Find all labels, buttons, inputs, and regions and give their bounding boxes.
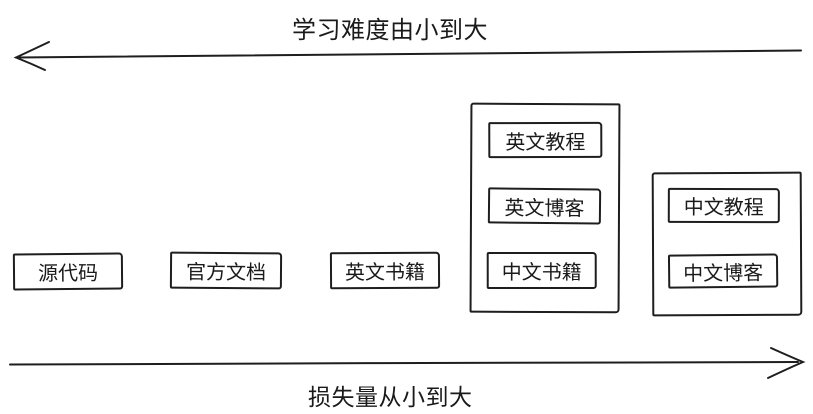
node-box-source-code: 源代码: [12, 252, 124, 291]
node-box-english-tutorials: 英文教程: [488, 121, 603, 159]
bottom-axis-label: 损失量从小到大: [308, 384, 473, 410]
node-box-english-books: 英文书籍: [329, 251, 441, 290]
node-label: 英文博客: [504, 197, 585, 220]
top-axis-label: 学习难度由小到大: [292, 17, 488, 44]
group-box-2: 中文教程 中文博客: [651, 171, 803, 317]
node-box-chinese-blogs: 中文博客: [667, 253, 779, 289]
right-arrow-icon: [9, 347, 806, 379]
node-box-english-blogs: 英文博客: [487, 187, 602, 225]
node-label: 英文教程: [505, 131, 586, 154]
node-label: 中文教程: [683, 196, 764, 220]
node-box-chinese-tutorials: 中文教程: [667, 187, 780, 224]
node-label: 源代码: [37, 262, 99, 286]
node-label: 英文书籍: [344, 261, 426, 285]
left-arrow-icon: [13, 41, 802, 71]
node-label: 中文博客: [683, 262, 764, 285]
node-label: 官方文档: [185, 261, 267, 285]
node-box-chinese-books: 中文书籍: [486, 251, 597, 290]
node-box-official-docs: 官方文档: [169, 251, 283, 290]
node-label: 中文书籍: [501, 261, 582, 285]
group-box-1: 英文教程 英文博客 中文书籍: [469, 102, 621, 314]
